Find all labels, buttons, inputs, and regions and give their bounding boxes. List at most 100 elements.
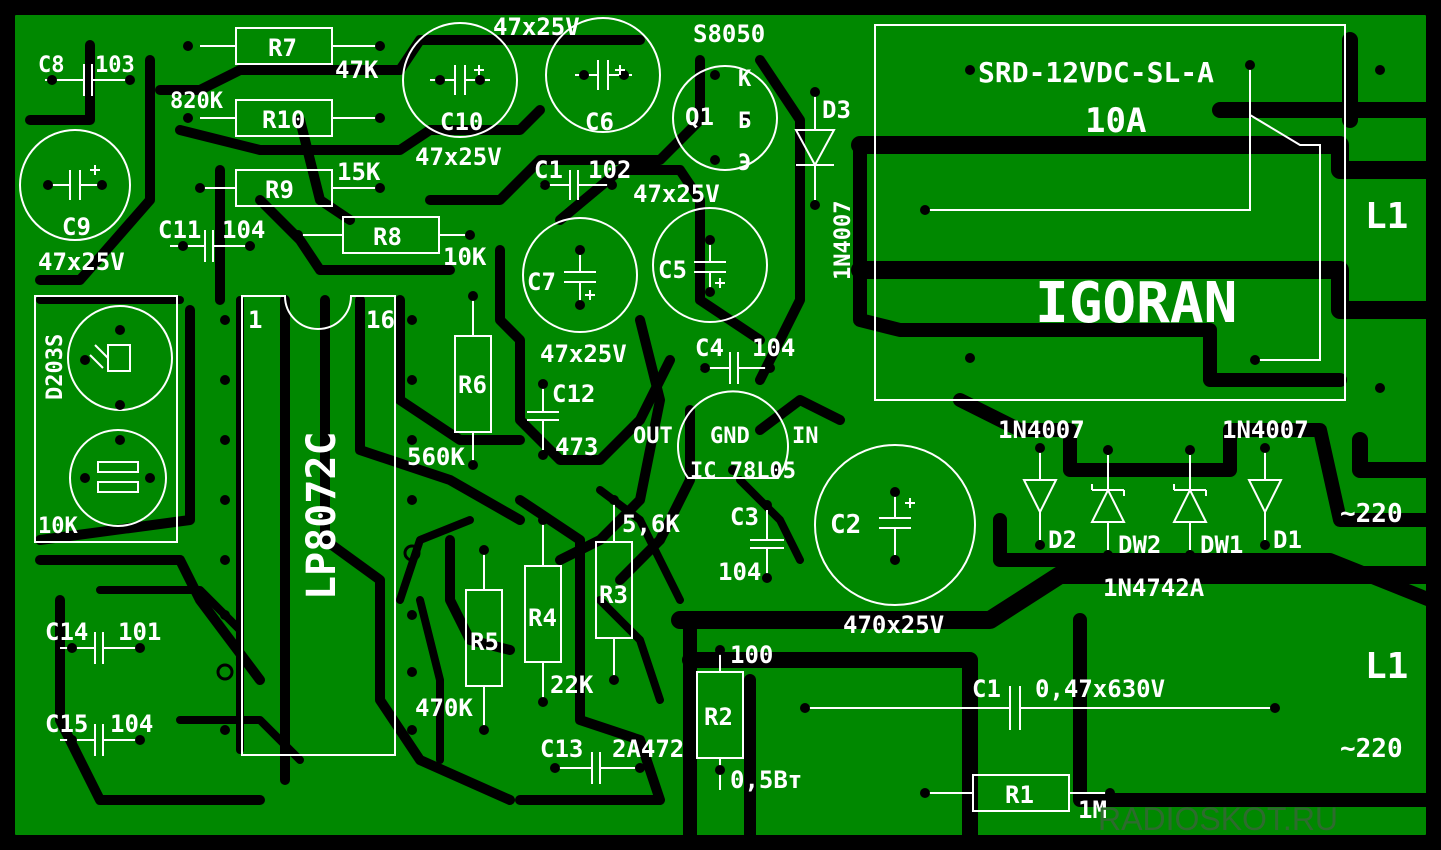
c13-label: C13 (540, 735, 583, 763)
r3-label: R3 (599, 581, 628, 609)
c5-value: 47x25V (633, 180, 720, 208)
c9-value: 47x25V (38, 248, 125, 276)
dw2-label: DW2 (1118, 531, 1161, 559)
c10-label: C10 (440, 108, 483, 136)
r4-label: R4 (528, 604, 557, 632)
pads-layer (43, 41, 1385, 798)
r4-value: 22K (550, 671, 594, 699)
q1-label: Q1 (685, 103, 714, 131)
d2-label: D2 (1048, 526, 1077, 554)
c11-label: C11 (158, 216, 201, 244)
c7-label: C7 (527, 268, 556, 296)
regulator-outline (677, 390, 789, 479)
relay-outline (874, 24, 1346, 401)
dw-value: 1N4742A (1103, 574, 1205, 602)
c5-outline (652, 207, 768, 323)
r8-value: 10K (443, 243, 487, 271)
terminal-l1-top: L1 (1365, 196, 1408, 237)
c6-outline (545, 17, 661, 133)
reg-in: IN (792, 424, 819, 449)
c5-label: C5 (658, 256, 687, 284)
ic-pin1: 1 (248, 306, 262, 334)
c14-label: C14 (45, 618, 88, 646)
r2-power: 0,5Вт (730, 766, 802, 794)
r2-label: R2 (704, 703, 733, 731)
terminal-ac-top: ~220 (1340, 499, 1403, 529)
terminal-l1-bottom: L1 (1365, 646, 1408, 687)
c12-label: C12 (552, 380, 595, 408)
c15-label: C15 (45, 710, 88, 738)
r5-label: R5 (470, 628, 499, 656)
c3-value: 104 (718, 558, 761, 586)
c1-value: 0,47x630V (1035, 675, 1165, 703)
ic-outline (241, 295, 396, 756)
d2-value: 1N4007 (998, 416, 1085, 444)
c3-label: C3 (730, 503, 759, 531)
q1-outline (672, 65, 778, 171)
reg-out: OUT (633, 424, 673, 449)
watermark: RADIOSKOT.RU (1098, 801, 1338, 837)
c1-label: C1 (972, 675, 1001, 703)
c6-value: 47x25V (493, 13, 580, 41)
relay-brand: IGORAN (1035, 271, 1237, 336)
c10-outline (402, 22, 518, 138)
c1-small-value: 102 (588, 156, 631, 184)
isolation-gaps (9, 9, 1439, 843)
r5-value: 470K (415, 694, 473, 722)
c7-value: 47x25V (540, 340, 627, 368)
r9-label: R9 (265, 176, 294, 204)
r7-label: R7 (268, 34, 297, 62)
terminal-ac-bottom: ~220 (1340, 734, 1403, 764)
r1-label: R1 (1005, 781, 1034, 809)
r10-value: 820K (170, 89, 224, 114)
c7-outline (522, 217, 638, 333)
r10-label: R10 (262, 106, 305, 134)
d3-value: 1N4007 (831, 201, 856, 280)
silkscreen-layer (19, 17, 1346, 812)
silkscreen-text: C8 103 R7 47K 820K R10 R9 15K C10 47x25V… (38, 13, 1408, 837)
pot-wiper (97, 461, 139, 473)
relay-model: SRD-12VDC-SL-A (978, 56, 1214, 89)
reg-gnd: GND (710, 424, 750, 449)
c15-value: 104 (110, 710, 153, 738)
r6-value: 560K (407, 443, 465, 471)
c10-value: 47x25V (415, 143, 502, 171)
c9-outline (19, 129, 131, 241)
reg-name: IC 78L05 (690, 459, 796, 484)
c4-label: C4 (695, 334, 724, 362)
sensor-box (34, 295, 178, 543)
r1-value: 1M (1078, 796, 1107, 824)
c8-value: 103 (95, 53, 135, 78)
sensor-name: D203S (43, 334, 68, 400)
c8-label: C8 (38, 53, 65, 78)
relay-contact-line (925, 65, 1251, 211)
r3-value: 5,6K (622, 510, 680, 538)
r9-value: 15K (337, 158, 381, 186)
relay-switch-line (1249, 114, 1321, 361)
c1-small-label: C1 (534, 156, 563, 184)
d1-label: D1 (1273, 526, 1302, 554)
d1-value: 1N4007 (1222, 416, 1309, 444)
q1-pin-k: K (738, 67, 752, 92)
c6-label: C6 (585, 108, 614, 136)
d3-label: D3 (822, 96, 851, 124)
c14-value: 101 (118, 618, 161, 646)
r2-value: 100 (730, 641, 773, 669)
ic-pin16: 16 (366, 306, 395, 334)
sensor-pot: 10K (38, 514, 78, 539)
c2-label: C2 (830, 510, 861, 540)
q1-pin-e: Э (738, 151, 751, 176)
ic-name: LP8072C (299, 431, 345, 600)
r8-label: R8 (373, 223, 402, 251)
c12-value: 473 (555, 433, 598, 461)
c2-value: 470x25V (843, 611, 944, 639)
q1-part: S8050 (693, 20, 765, 48)
c4-value: 104 (752, 334, 795, 362)
relay-rating: 10A (1085, 101, 1146, 141)
r6-label: R6 (458, 371, 487, 399)
c2-outline (814, 444, 976, 606)
dw1-label: DW1 (1200, 531, 1243, 559)
polarity-marks (90, 65, 915, 508)
pot-circle (69, 429, 167, 527)
